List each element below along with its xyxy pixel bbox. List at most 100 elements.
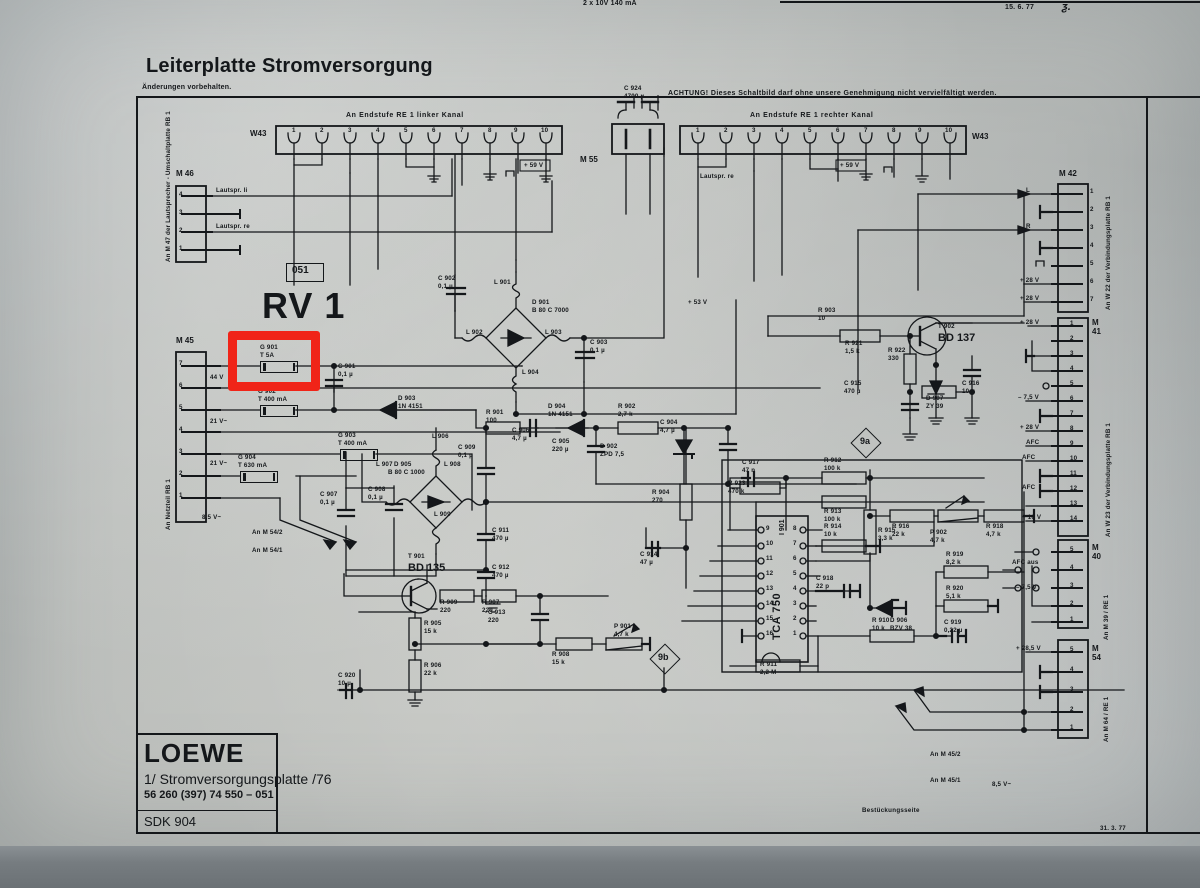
c904-ref: C 904	[660, 419, 678, 426]
m41-p10: AFC	[1022, 484, 1036, 491]
ic-ref: I 901	[779, 519, 786, 535]
r906-ref: R 906	[424, 662, 442, 669]
r901-ref: R 901	[486, 409, 504, 416]
c918-ref: C 918	[816, 575, 834, 582]
m45-v-85: 8,5 V~	[202, 514, 222, 521]
afc-label-1: AFC	[1026, 439, 1040, 446]
m45-side-caption: An Netzteil RB 1	[165, 479, 172, 530]
p902-ref: P 902	[930, 529, 948, 536]
sheet-title: Leiterplatte Stromversorgung	[146, 55, 433, 77]
m42-p6: + 28 V	[1020, 277, 1040, 284]
connector-m55-label: M 55	[580, 155, 598, 164]
c915-val: 470 µ	[844, 388, 861, 395]
r916-ref: R 916	[892, 523, 910, 530]
c905-val: 220 µ	[552, 446, 569, 453]
d904-ref: D 904	[548, 403, 566, 410]
r910-val: 10 k	[872, 625, 885, 632]
r915-ref: R 915	[878, 527, 896, 534]
lautspr-re-label: Lautspr. re	[216, 223, 250, 230]
l904-ref: L 904	[522, 369, 539, 376]
an-m54-1: An M 54/1	[252, 547, 283, 554]
titleblock-divider	[276, 733, 279, 832]
paper-sheet	[0, 0, 1200, 846]
c914-ref: C 914	[640, 551, 658, 558]
m54-p1: 8,5 V~	[992, 781, 1012, 788]
c905-ref: C 905	[552, 438, 570, 445]
m41-p9: AFC	[1022, 454, 1036, 461]
g904-val: T 630 mA	[238, 462, 268, 469]
signature-mark: ƺ.	[1062, 1, 1071, 13]
titleblock-line1: 1/ Stromversorgungsplatte /76	[144, 771, 332, 787]
c913-val: 220	[488, 617, 499, 624]
d902-ref: D 902	[600, 443, 618, 450]
c909-val: 0,1 µ	[458, 452, 473, 459]
d904-val: 1N 4151	[548, 411, 573, 418]
r915-val: 3,3 k	[878, 535, 893, 542]
r908-ref: R 908	[552, 651, 570, 658]
frame-right	[1146, 96, 1149, 834]
r904-ref: R 904	[652, 489, 670, 496]
d906-val: BZV 38	[890, 625, 913, 632]
c907-val: 0,1 µ	[320, 499, 335, 506]
r923-val: 470 k	[728, 488, 745, 495]
r907-val: 220	[482, 607, 493, 614]
r918-ref: R 918	[986, 523, 1004, 530]
r902-ref: R 902	[618, 403, 636, 410]
c901-val: 0,1 µ	[338, 371, 353, 378]
m54-side-caption: An M 64 / RE 1	[1103, 696, 1110, 742]
r913-ref: R 913	[824, 508, 842, 515]
p901-ref: P 901	[614, 623, 632, 630]
l907-ref: L 907	[376, 461, 393, 468]
r922-val: 330	[888, 355, 899, 362]
an-m45-1-bottom: An M 45/1	[930, 777, 961, 784]
lautspr-li-label: Lautspr. li	[216, 187, 248, 194]
c911-val: 470 µ	[492, 535, 509, 542]
l902-ref: L 902	[466, 329, 483, 336]
d903-val: 1N 4151	[398, 403, 423, 410]
c912-ref: C 912	[492, 564, 510, 571]
r916-val: 22 k	[892, 531, 905, 538]
c908-val: 0,1 µ	[368, 494, 383, 501]
m45-v-21a: 21 V~	[210, 418, 228, 425]
fuse-g904	[240, 471, 278, 483]
l903-ref: L 903	[545, 329, 562, 336]
connector-m45-label: M 45	[176, 336, 194, 345]
c904-val: 4,7 µ	[660, 427, 675, 434]
m41-p1: + 28 V	[1020, 319, 1040, 326]
r906-val: 22 k	[424, 670, 437, 677]
r919-val: 8,2 k	[946, 559, 961, 566]
w43-right-caption: An Endstufe RE 1 rechter Kanal	[750, 112, 874, 119]
r913-val: 100 k	[824, 516, 841, 523]
m54-p5: + 28,5 V	[1016, 645, 1041, 652]
g903-val: T 400 mA	[338, 440, 368, 447]
m41-p14: AFC aus	[1012, 559, 1039, 566]
frame-bottom	[136, 832, 1200, 835]
c924-val: 4700 µ	[624, 93, 645, 100]
r920-ref: R 920	[946, 585, 964, 592]
r901-val: 100	[486, 417, 497, 424]
c919-val: 0,22 µ	[944, 627, 963, 634]
r921-val: 1,5 k	[845, 348, 860, 355]
highlight-rectangle	[228, 331, 320, 391]
r912-ref: R 912	[824, 457, 842, 464]
copyright-notice: ACHTUNG! Dieses Schaltbild darf ohne uns…	[668, 90, 997, 97]
l908-ref: L 908	[444, 461, 461, 468]
r911-ref: R 911	[760, 661, 778, 668]
connector-m54-label: M 54	[1092, 644, 1101, 663]
an-m54-2: An M 54/2	[252, 529, 283, 536]
r912-val: 100 k	[824, 465, 841, 472]
r903-val: 10	[818, 315, 826, 322]
g902-ref: G 902	[258, 388, 276, 395]
r920-val: 5,1 k	[946, 593, 961, 600]
c903-val: 0,1 µ	[590, 347, 605, 354]
d907-ref: D 907	[926, 395, 944, 402]
c913-ref: C 913	[488, 609, 506, 616]
c909-ref: C 909	[458, 444, 476, 451]
d906-ref: D 906	[890, 617, 908, 624]
connector-m46-label: M 46	[176, 169, 194, 178]
r908-val: 15 k	[552, 659, 565, 666]
l906-ref: L 906	[432, 433, 449, 440]
an-m45-2-bottom: An M 45/2	[930, 751, 961, 758]
g902-val: T 400 mA	[258, 396, 288, 403]
